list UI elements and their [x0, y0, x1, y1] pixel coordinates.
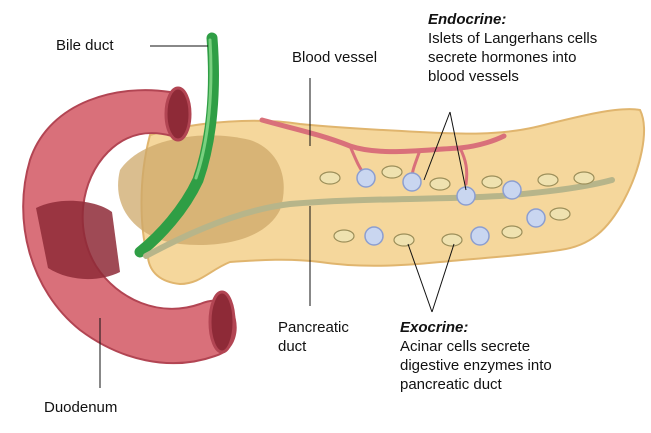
- islet: [526, 208, 546, 228]
- endocrine-label: Endocrine: Islets of Langerhans cells se…: [428, 10, 597, 86]
- acinar-cluster: [333, 229, 355, 243]
- islet: [502, 180, 522, 200]
- pancreatic-duct-line-1: Pancreatic: [278, 319, 349, 336]
- pancreatic-duct-label: Pancreatic duct: [278, 318, 349, 356]
- endocrine-leader-1: [423, 111, 451, 181]
- blood-vessel-label: Blood vessel: [292, 49, 378, 66]
- acinar-cluster: [549, 207, 571, 221]
- acinar-cluster: [441, 233, 463, 247]
- bile-duct: [134, 32, 219, 258]
- acinar-cluster: [481, 175, 503, 189]
- exocrine-heading: Exocrine:: [400, 319, 469, 336]
- duodenum-top-opening: [164, 86, 192, 142]
- blood-vessel: [259, 117, 507, 155]
- endocrine-leader-2: [449, 111, 467, 191]
- acinar-cluster: [537, 173, 559, 187]
- exocrine-leader-2: [431, 243, 455, 313]
- bile-duct-highlight: [194, 38, 213, 180]
- bile-duct-label: Bile duct: [56, 37, 114, 54]
- pancreatic-duct-line-2: duct: [278, 338, 307, 355]
- acinar-cluster: [501, 225, 523, 239]
- acinar-cluster: [319, 171, 341, 185]
- endocrine-line-3: blood vessels: [428, 68, 519, 85]
- endocrine-heading: Endocrine:: [428, 11, 507, 28]
- exocrine-line-2: digestive enzymes into: [400, 357, 552, 374]
- exocrine-label: Exocrine: Acinar cells secrete digestive…: [400, 318, 552, 394]
- exocrine-leader-1: [407, 243, 433, 313]
- pancreatic-duct: [143, 177, 615, 259]
- duodenum-bottom-opening: [208, 290, 236, 354]
- acinar-cluster: [429, 177, 451, 191]
- duodenum-cutaway: [36, 200, 120, 280]
- endocrine-line-1: Islets of Langerhans cells: [428, 30, 598, 47]
- leader-lines: [99, 45, 467, 388]
- islet: [456, 186, 476, 206]
- pancreas-head-shadow: [118, 135, 284, 245]
- exocrine-line-3: pancreatic duct: [400, 376, 502, 393]
- duodenum-label: Duodenum: [44, 399, 118, 416]
- acinar-cluster: [573, 171, 595, 185]
- islet: [364, 226, 384, 246]
- islet: [402, 172, 422, 192]
- islet: [356, 168, 376, 188]
- acinar-cluster: [381, 165, 403, 179]
- endocrine-line-2: secrete hormones into: [428, 49, 577, 66]
- islet: [470, 226, 490, 246]
- acinar-cells: [319, 165, 595, 247]
- exocrine-line-1: Acinar cells secrete: [400, 338, 531, 355]
- acinar-cluster: [393, 233, 415, 247]
- islets-of-langerhans: [356, 168, 546, 246]
